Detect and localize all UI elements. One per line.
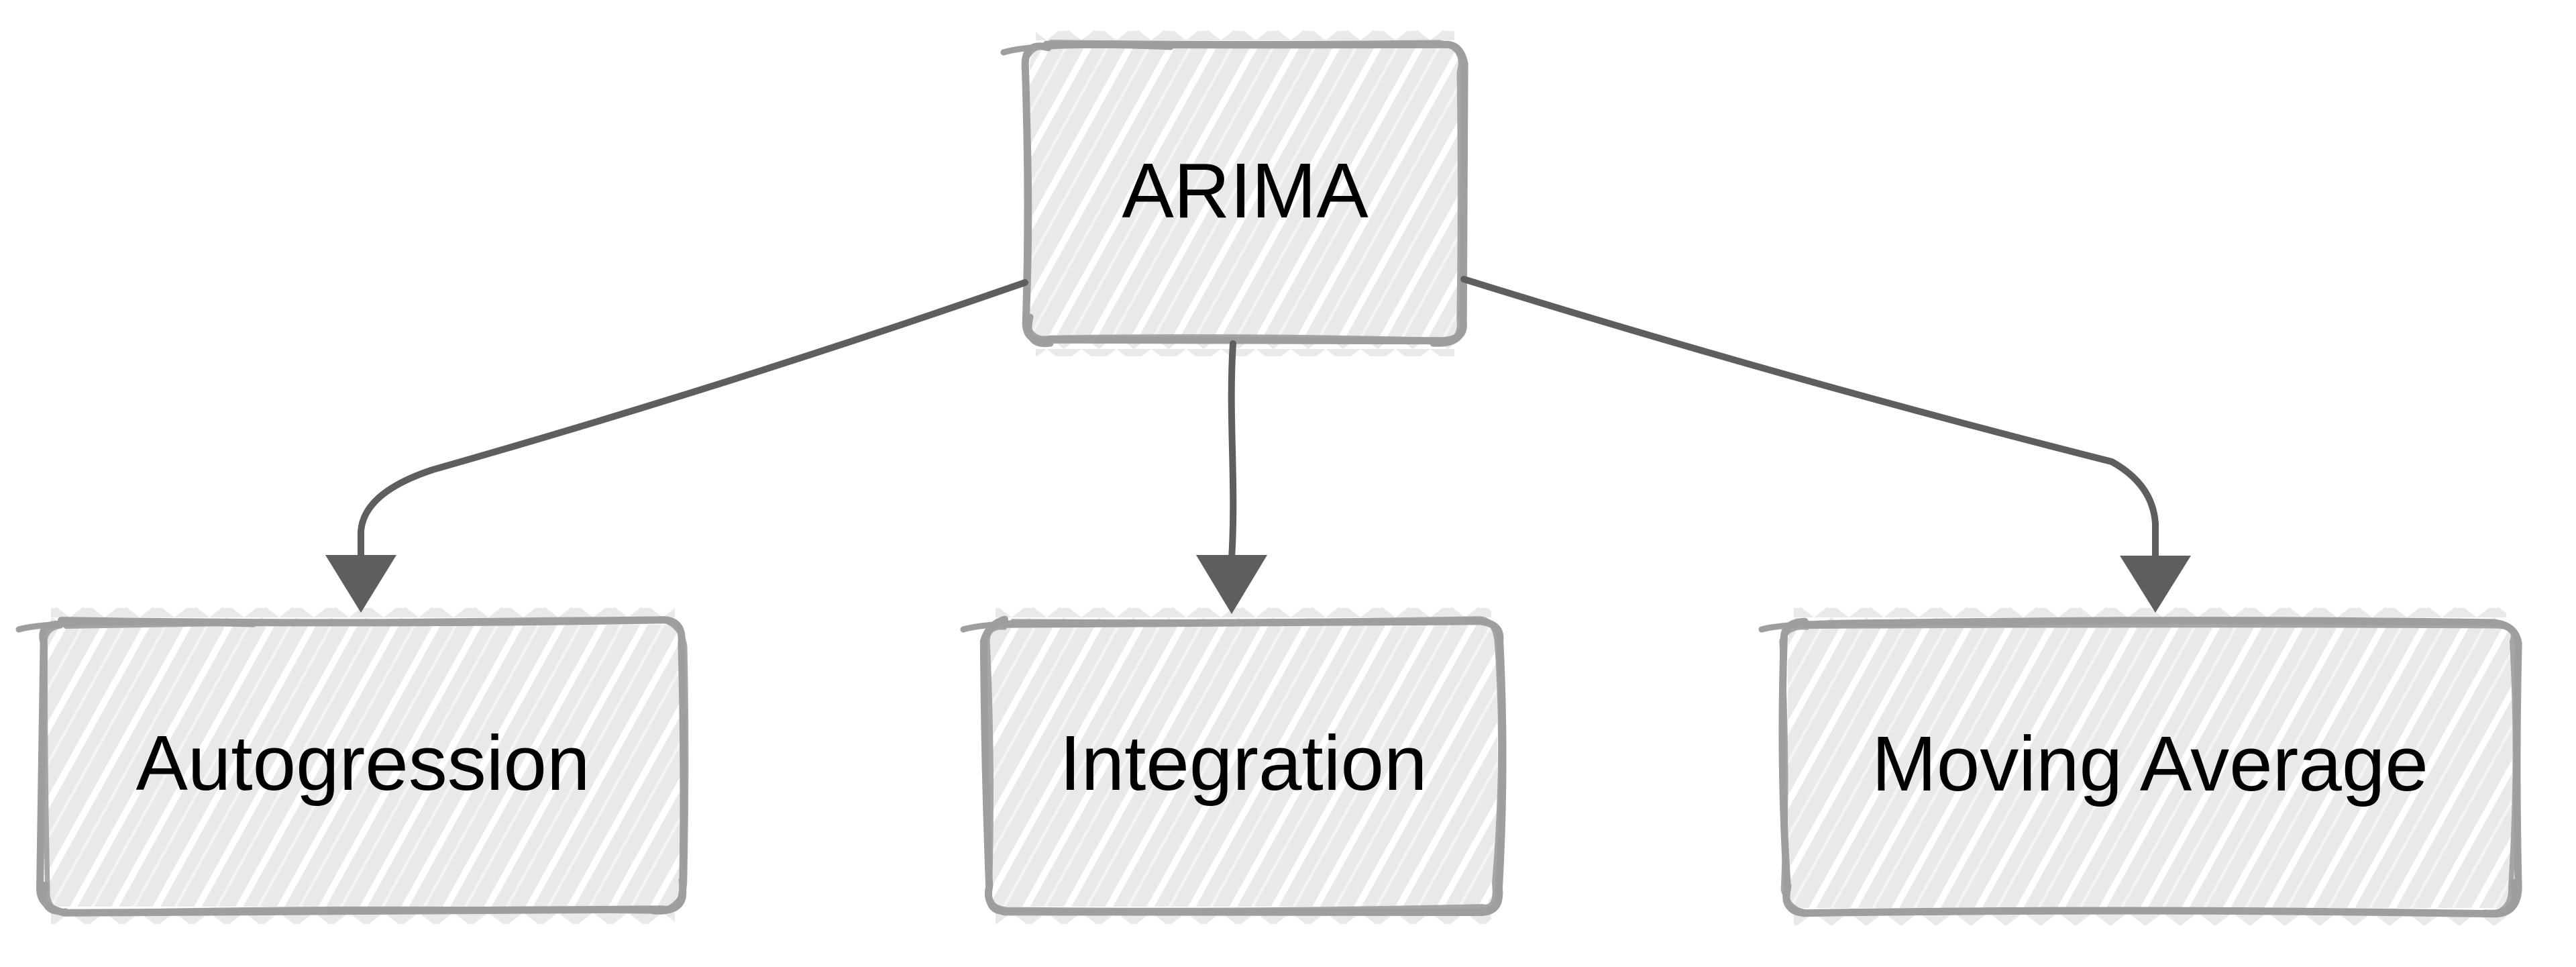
node-arima: ARIMA — [1000, 31, 1468, 356]
hatch-spikes-bottom — [1036, 343, 1454, 356]
node-label: ARIMA — [1122, 147, 1368, 234]
node-box-fill — [1030, 48, 1460, 339]
edge-connector-line — [1228, 340, 1237, 562]
edge-connector-line — [1460, 276, 2159, 563]
node-label: Integration — [1059, 719, 1427, 807]
node-box-border-second-pass — [1022, 40, 1464, 344]
node-autogression: Autogression — [15, 608, 689, 924]
sketch-corner-hooks — [960, 619, 1503, 915]
node-integration: Integration — [960, 608, 1507, 924]
sketch-corner-hooks — [15, 619, 687, 915]
edge-arima-to-autogression — [325, 279, 1028, 613]
arrowhead-down — [2120, 556, 2191, 613]
arrowhead-down — [1196, 555, 1267, 614]
sketch-corner-hooks — [1000, 42, 1466, 348]
sketch-corner-hooks — [1758, 619, 2518, 917]
edge-arima-to-moving-average — [1460, 276, 2191, 613]
node-moving-average: Moving Average — [1758, 608, 2522, 925]
node-box-fill — [989, 625, 1497, 907]
edge-connector-line — [358, 279, 1028, 562]
node-box-border-second-pass — [985, 616, 1503, 913]
node-box-fill — [45, 625, 681, 907]
edge-arima-to-integration — [1196, 340, 1267, 614]
arrowhead-down — [325, 555, 396, 613]
node-label: Autogression — [136, 719, 590, 807]
node-label: Moving Average — [1872, 720, 2428, 807]
node-box-fill — [1788, 625, 2512, 908]
